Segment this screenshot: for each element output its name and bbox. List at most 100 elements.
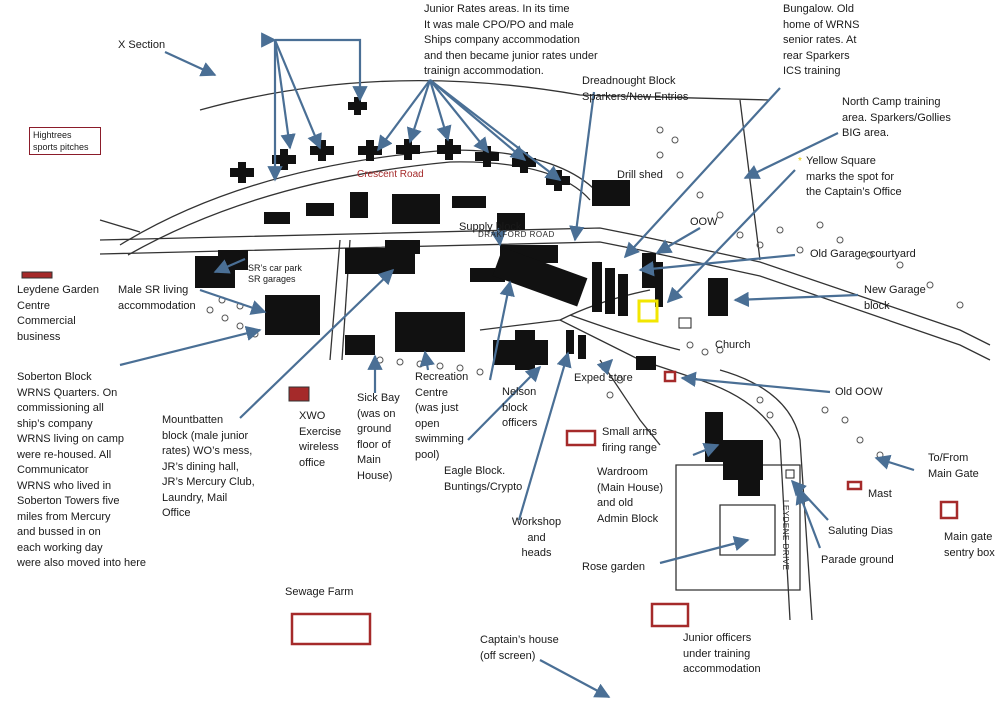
drill-shed [592, 180, 630, 206]
wardroom-main-house [705, 412, 723, 462]
label-mast: Mast [868, 488, 892, 500]
wardroom-admin [723, 440, 763, 480]
label-leydene-drive: LEYDENE DRIVE [781, 500, 790, 571]
new-garage-block [708, 278, 728, 316]
label-x-section: X Section [118, 39, 166, 51]
label-supply-block: Supply block [459, 221, 522, 233]
label-xwo: XWO Exercise wireless office [299, 410, 342, 469]
sick-bay [345, 335, 375, 355]
south-lane [479, 319, 701, 381]
small-arms-box [565, 429, 597, 447]
old-oow-box [663, 370, 677, 383]
label-mountbatten-block: Mountbatten block (male junior rates) WO… [162, 414, 255, 519]
label-wardroom: Wardroom (Main House) and old Admin Bloc… [597, 466, 664, 525]
leydene-garden-box [21, 271, 53, 279]
north-boundary [199, 79, 771, 111]
junior-rates-block [396, 139, 420, 160]
callout-arrows [119, 38, 915, 698]
dreadnought-block [605, 268, 615, 314]
junior-rates-block [512, 152, 536, 173]
label-sick-bay: Sick Bay (was on ground floor of Main Ho… [357, 392, 400, 482]
label-sr-car-park: SR’s car park SR garages [248, 263, 302, 284]
label-leydene-garden-centre: Leydene Garden Centre Commercial busines… [17, 284, 99, 343]
label-drakford-road: DRAKFORD ROAD [478, 230, 555, 239]
x-section-block [230, 162, 254, 183]
west-spur [99, 219, 141, 233]
label-eagle-block: Eagle Block. Buntings/Crypto [444, 465, 523, 493]
label-hightrees-sports-pitches: Hightrees sports pitches [29, 127, 101, 155]
junior-officers-box [650, 602, 690, 628]
saluting-dias [785, 469, 795, 479]
junior-rates-block [437, 139, 461, 160]
label-old-garage-courtyard: Old Garage courtyard [810, 248, 916, 260]
label-soberton-block: Soberton Block WRNS Quarters. On commiss… [17, 371, 147, 569]
junior-rates-block [348, 97, 367, 115]
wardroom-admin-wing [738, 478, 760, 496]
label-dreadnought-block: Dreadnought Block Sparkers/New Entries [582, 75, 689, 103]
label-recreation-centre: Recreation Centre (was just open swimmin… [415, 371, 469, 461]
sewage-farm-box [290, 612, 372, 646]
exped-store [636, 356, 656, 370]
building [392, 194, 440, 224]
leydene-drive-east [719, 369, 813, 621]
xwo-box [288, 386, 310, 402]
label-junior-rates: Junior Rates areas. In its time It was m… [424, 3, 598, 77]
label-junior-officers: Junior officers under training accommoda… [683, 632, 761, 675]
nelson-wing [515, 330, 535, 370]
captains-office-marker [637, 299, 659, 323]
label-yellow-square: Yellow Square marks the spot for the Cap… [806, 155, 902, 198]
label-saluting-dias: Saluting Dias [828, 525, 893, 537]
label-small-arms-range: Small arms firing range [602, 426, 658, 454]
label-old-oow: Old OOW [835, 386, 883, 398]
mid-road-a [329, 239, 341, 361]
label-captains-house: Captain’s house (off screen) [480, 634, 559, 662]
rose-garden-outline [719, 504, 776, 556]
x-section-block [272, 149, 296, 170]
label-north-camp: North Camp training area. Sparkers/Golli… [842, 96, 951, 139]
soberton-block [265, 295, 320, 335]
x-section-block [310, 140, 334, 161]
label-drill-shed: Drill shed [617, 169, 663, 181]
label-church: Church [715, 339, 751, 351]
old-garage [655, 262, 663, 307]
building [350, 192, 368, 218]
drakford-road-south [99, 241, 991, 361]
eagle-block [578, 335, 586, 359]
label-rose-garden: Rose garden [582, 561, 645, 573]
junior-rates-block [358, 140, 382, 161]
label-main-gate-sentry-box: Main gate sentry box [944, 531, 995, 559]
label-sewage-farm: Sewage Farm [285, 586, 354, 598]
building [452, 196, 486, 208]
church-track [569, 314, 681, 351]
label-crescent-road: Crescent Road [357, 169, 424, 180]
eagle-block [566, 330, 574, 354]
label-exped-store: Exped store [574, 372, 633, 384]
exped-track [599, 359, 661, 446]
mast-box [846, 480, 863, 491]
church-building [678, 317, 692, 329]
mountbatten-wing [385, 240, 420, 254]
junior-rates-block [475, 146, 499, 167]
supply-block-main [492, 247, 588, 307]
label-bungalow: Bungalow. Old home of WRNS senior rates.… [783, 3, 860, 77]
dreadnought-block [618, 274, 628, 316]
main-gate-box [939, 500, 959, 520]
label-oow: OOW [690, 216, 718, 228]
building [264, 212, 290, 224]
yellow-star-glyph: * [798, 156, 802, 167]
outline-buildings [678, 317, 795, 479]
label-workshop: Workshop and heads [511, 516, 562, 559]
label-new-garage-block: New Garage block [864, 284, 926, 312]
label-to-from-main-gate: To/From Main Gate [928, 452, 979, 480]
label-nelson-block: Nelson block officers [502, 386, 538, 429]
inner-loop [559, 289, 651, 321]
dreadnought-block [592, 262, 602, 312]
leydene-drive-west [699, 379, 791, 621]
building [497, 213, 525, 230]
recreation-centre [395, 312, 465, 352]
label-male-sr-living: Male SR living accommodation [118, 284, 196, 312]
red-boxes [290, 370, 959, 646]
label-parade-ground: Parade ground [821, 554, 894, 566]
